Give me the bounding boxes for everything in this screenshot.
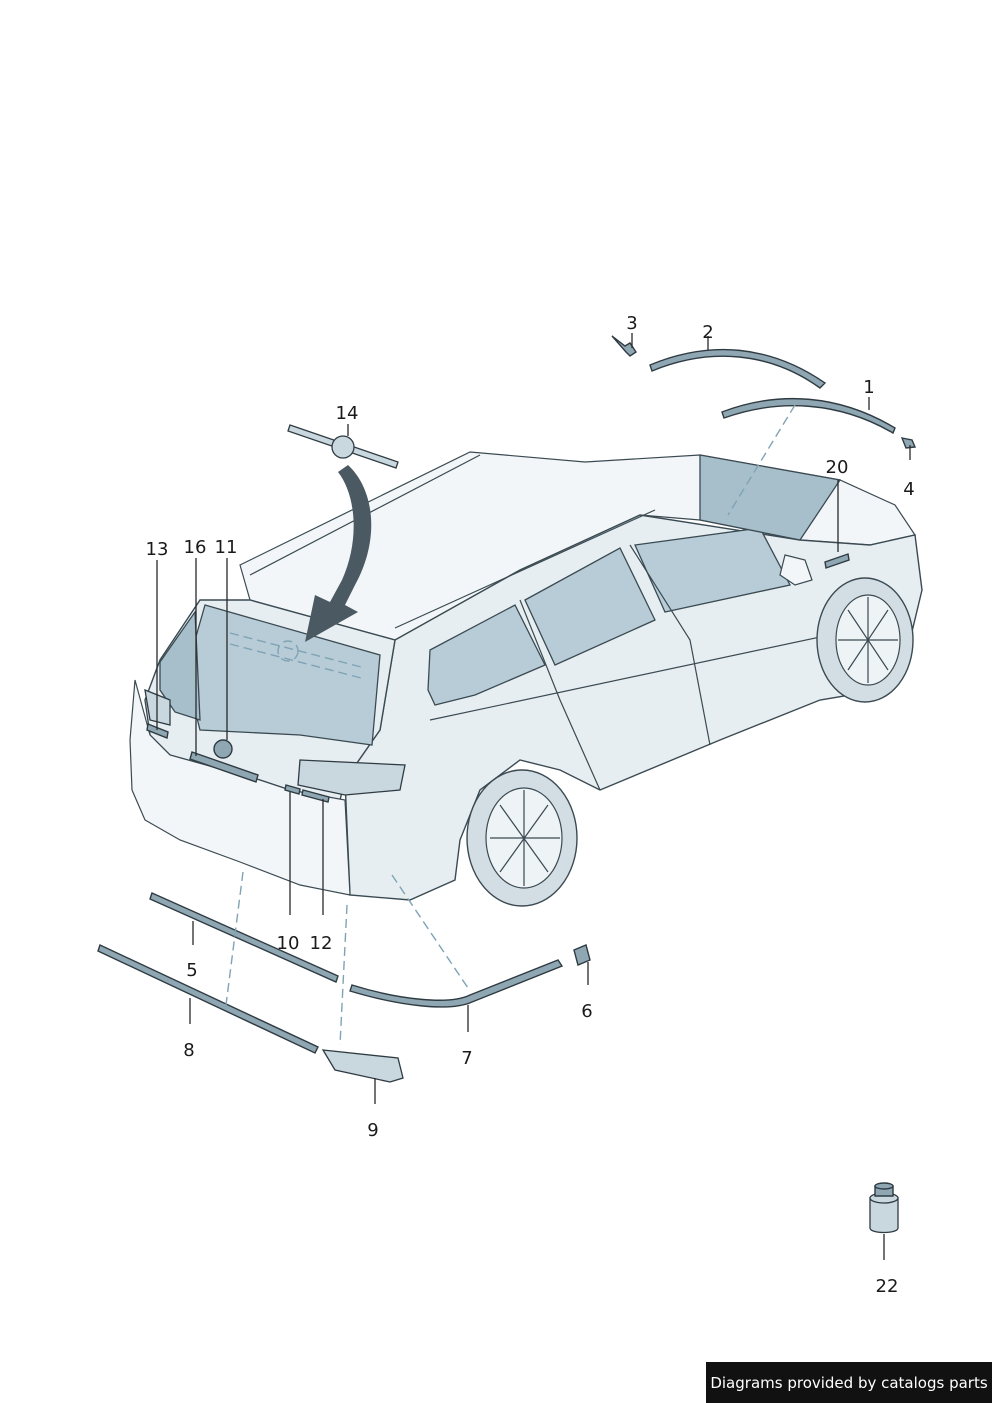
car-windscreen bbox=[699, 454, 842, 541]
part-6-bracket bbox=[573, 944, 591, 966]
callout-13: 13 bbox=[146, 539, 169, 560]
part-7-bumper-trim bbox=[349, 959, 564, 1008]
car-tail-light-right bbox=[297, 759, 406, 796]
car-side-badge bbox=[824, 553, 850, 569]
part-5-trim-strip bbox=[149, 892, 339, 983]
car-side-body bbox=[344, 514, 923, 901]
callout-12: 12 bbox=[310, 933, 333, 954]
part-8-trim-strip bbox=[97, 944, 319, 1054]
car-side-window-front bbox=[634, 527, 791, 613]
installation-arrow bbox=[305, 465, 372, 642]
part-4-end-cap bbox=[900, 437, 917, 449]
callout-4: 4 bbox=[903, 479, 914, 500]
callout-3: 3 bbox=[626, 313, 637, 334]
callout-5: 5 bbox=[186, 960, 197, 981]
car-lettering-left bbox=[146, 723, 169, 739]
car-side-window-middle bbox=[524, 547, 656, 666]
callout-8: 8 bbox=[183, 1040, 194, 1061]
callout-22: 22 bbox=[876, 1276, 899, 1297]
car-side-window-rear bbox=[427, 604, 546, 706]
footer-credit-banner: Diagrams provided by catalogs parts bbox=[706, 1362, 992, 1403]
car-rear-quarter-glass bbox=[159, 610, 201, 721]
callout-16: 16 bbox=[184, 537, 207, 558]
callout-2: 2 bbox=[702, 322, 713, 343]
car-illustration bbox=[129, 451, 923, 907]
callout-9: 9 bbox=[367, 1120, 378, 1141]
car-rear-bumper bbox=[129, 679, 351, 896]
car-rear-emblem bbox=[213, 739, 233, 759]
car-mirror bbox=[779, 554, 813, 586]
callout-20: 20 bbox=[826, 457, 849, 478]
callout-11: 11 bbox=[215, 537, 238, 558]
footer-credit-text: Diagrams provided by catalogs parts bbox=[710, 1373, 988, 1392]
part-14-emblem-mount bbox=[331, 435, 355, 459]
callout-10: 10 bbox=[277, 933, 300, 954]
part-1-roof-trim bbox=[721, 397, 896, 435]
car-lettering-right-a bbox=[284, 784, 301, 795]
part-3-clip bbox=[611, 335, 637, 357]
part-9-exhaust-trim bbox=[321, 1049, 404, 1083]
callout-1: 1 bbox=[863, 377, 874, 398]
car-rear-trim-strip bbox=[189, 751, 259, 783]
callout-14: 14 bbox=[336, 403, 359, 424]
car-lettering-right-b bbox=[301, 789, 330, 803]
part-22-container bbox=[869, 1182, 899, 1234]
callout-7: 7 bbox=[461, 1048, 472, 1069]
part-2-trim-strip bbox=[649, 348, 827, 389]
callout-6: 6 bbox=[581, 1001, 592, 1022]
